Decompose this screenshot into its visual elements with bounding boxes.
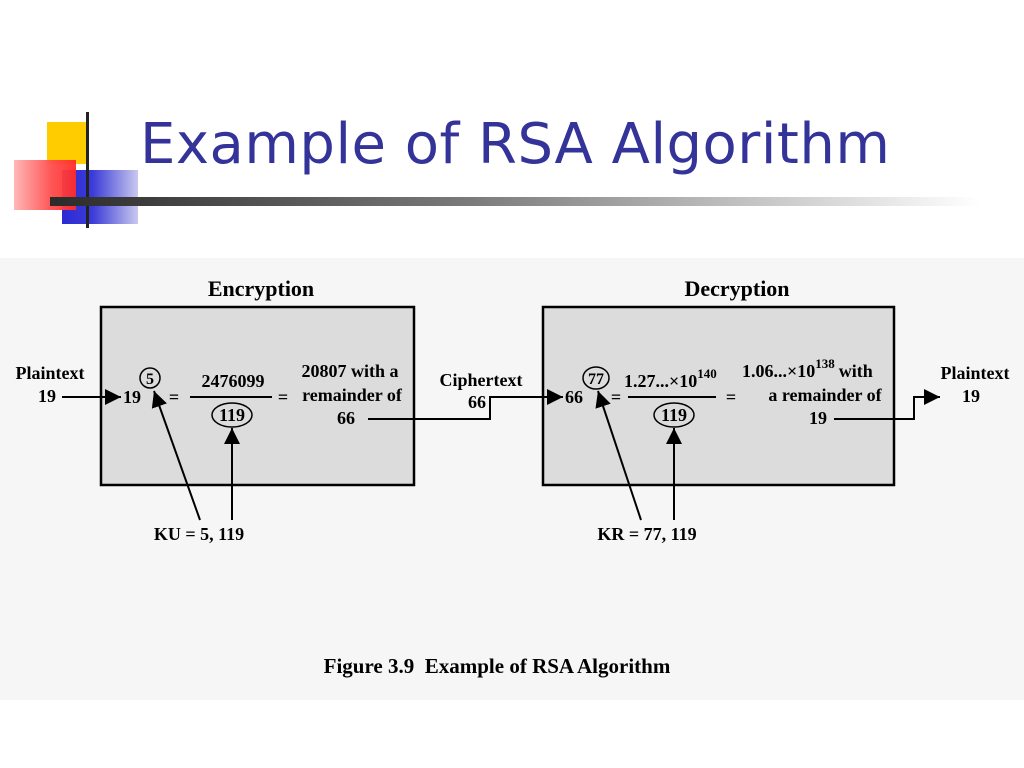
title-rule [50,197,980,206]
decryption-modulus-circle [653,402,695,428]
decryption-key: KR = 77, 119 [597,524,696,544]
decryption-equals-1: = [611,387,621,407]
encryption-equals-2: = [278,387,288,407]
deco-yellow-square [47,122,89,164]
decryption-result-line3: 19 [809,408,827,428]
ciphertext-arrow [368,389,563,420]
encryption-equals-1: = [169,387,179,407]
decryption-result-line1: 1.06...×10138 with [742,356,873,381]
plaintext-out-arrow [834,389,940,420]
encryption-numerator: 2476099 [202,371,265,391]
decryption-result-exponent: 138 [815,356,835,371]
ku-arrow-to-exponent [151,390,201,521]
decryption-input: 66 [565,387,583,407]
kr-arrow-to-exponent [595,390,642,521]
encryption-denominator: 119 [219,405,245,425]
rsa-diagram: Encryption Decryption Plaintext 19 19 5 … [16,276,1010,678]
encryption-result-line1: 20807 with a [301,361,398,381]
decryption-numerator: 1.27...×10140 [624,366,717,391]
encryption-exponent-circle [139,367,161,389]
slide-title: Example of RSA Algorithm [140,112,891,177]
plaintext-in-value: 19 [38,386,56,406]
encryption-exponent: 5 [146,371,154,388]
encryption-result-line2: remainder of [302,385,403,405]
decryption-numerator-exponent: 140 [697,366,717,381]
decryption-result-line2: a remainder of [768,385,882,405]
decryption-numerator-mantissa: 1.27...×10 [624,371,697,391]
decryption-equals-2: = [726,387,736,407]
encryption-result-line3: 66 [337,408,355,428]
plaintext-in-label: Plaintext [16,363,85,383]
ciphertext-label: Ciphertext [440,370,523,390]
decryption-heading: Decryption [684,276,789,301]
plaintext-out-label: Plaintext [941,363,1010,383]
ciphertext-value: 66 [468,392,486,412]
decryption-exponent: 77 [588,371,604,388]
plaintext-out-value: 19 [962,386,980,406]
decryption-denominator: 119 [661,405,687,425]
encryption-modulus-circle [211,402,253,428]
encryption-key: KU = 5, 119 [154,524,244,544]
decryption-exponent-circle [582,366,610,390]
encryption-input: 19 [123,387,141,407]
title-decoration [0,100,150,230]
deco-vertical-line [86,112,89,228]
encryption-heading: Encryption [208,276,314,301]
decryption-result-with: with [839,361,873,381]
figure-caption: Figure 3.9 Example of RSA Algorithm [324,654,671,678]
decryption-result-mantissa: 1.06...×10 [742,361,815,381]
